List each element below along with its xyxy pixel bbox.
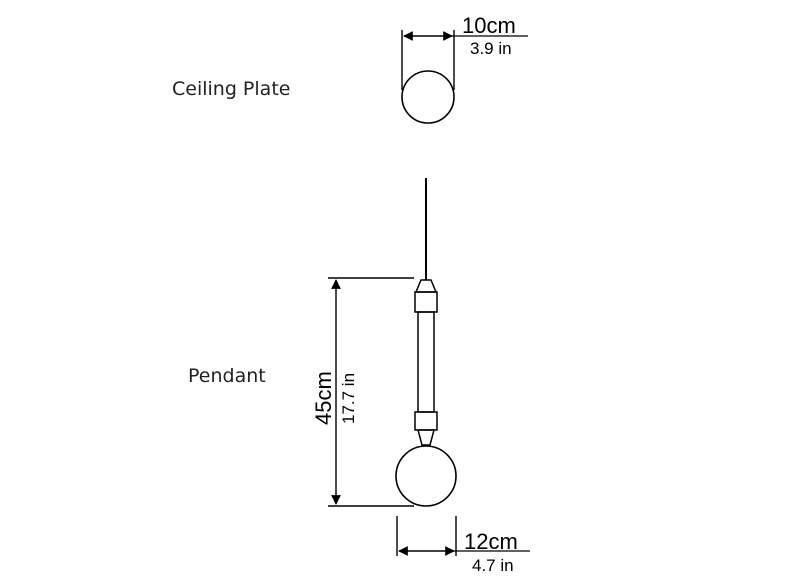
ceiling-plate-shape: [401, 70, 455, 124]
pendant-label: Pendant: [188, 365, 266, 387]
ceiling-plate-drawing: [401, 30, 528, 124]
pendant-upper-collar: [414, 291, 438, 313]
pendant-height-imperial: 17.7 in: [339, 373, 358, 424]
pendant-width-imperial: 4.7 in: [472, 556, 514, 575]
pendant-height-dimension: [328, 277, 414, 507]
pendant-globe: [395, 445, 457, 507]
pendant-lower-collar: [414, 411, 438, 431]
pendant-width-metric: 12cm: [464, 529, 518, 554]
pendant-width-dimension: [396, 516, 530, 556]
pendant-height-metric: 45cm: [311, 371, 336, 425]
ceiling-plate-width-imperial: 3.9 in: [470, 39, 512, 58]
ceiling-plate-label: Ceiling Plate: [172, 78, 290, 100]
pendant-top-cap: [414, 279, 438, 293]
pendant-stem: [417, 311, 435, 413]
pendant-neck: [417, 429, 435, 446]
pendant-drawing: [395, 178, 457, 507]
ceiling-plate-width-metric: 10cm: [462, 13, 516, 38]
